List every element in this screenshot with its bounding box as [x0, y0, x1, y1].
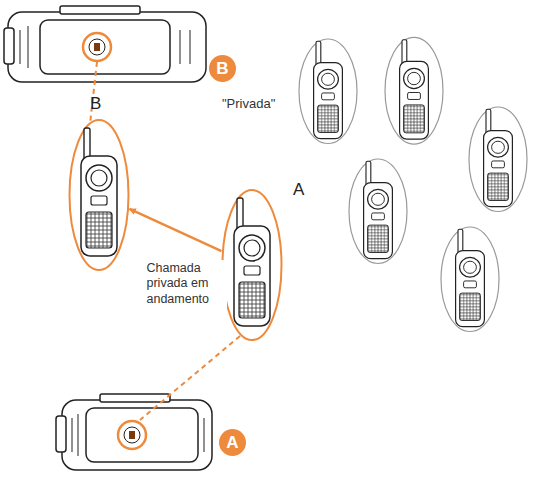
edge-label: Chamada privada em andamento	[145, 260, 227, 309]
radio-outline	[221, 188, 283, 342]
callout-letter: A	[226, 433, 238, 453]
callout-letter: B	[216, 59, 228, 79]
radio-b: B	[68, 118, 130, 272]
callout-badge: B	[209, 55, 236, 82]
radio-label: A	[293, 180, 304, 200]
mode-label: "Privada"	[222, 96, 275, 111]
callout-badge: A	[219, 429, 246, 456]
radio-label: B	[90, 94, 101, 114]
radio-a: A	[221, 188, 283, 342]
radio-outline	[68, 118, 130, 272]
call-arrow	[129, 209, 221, 251]
